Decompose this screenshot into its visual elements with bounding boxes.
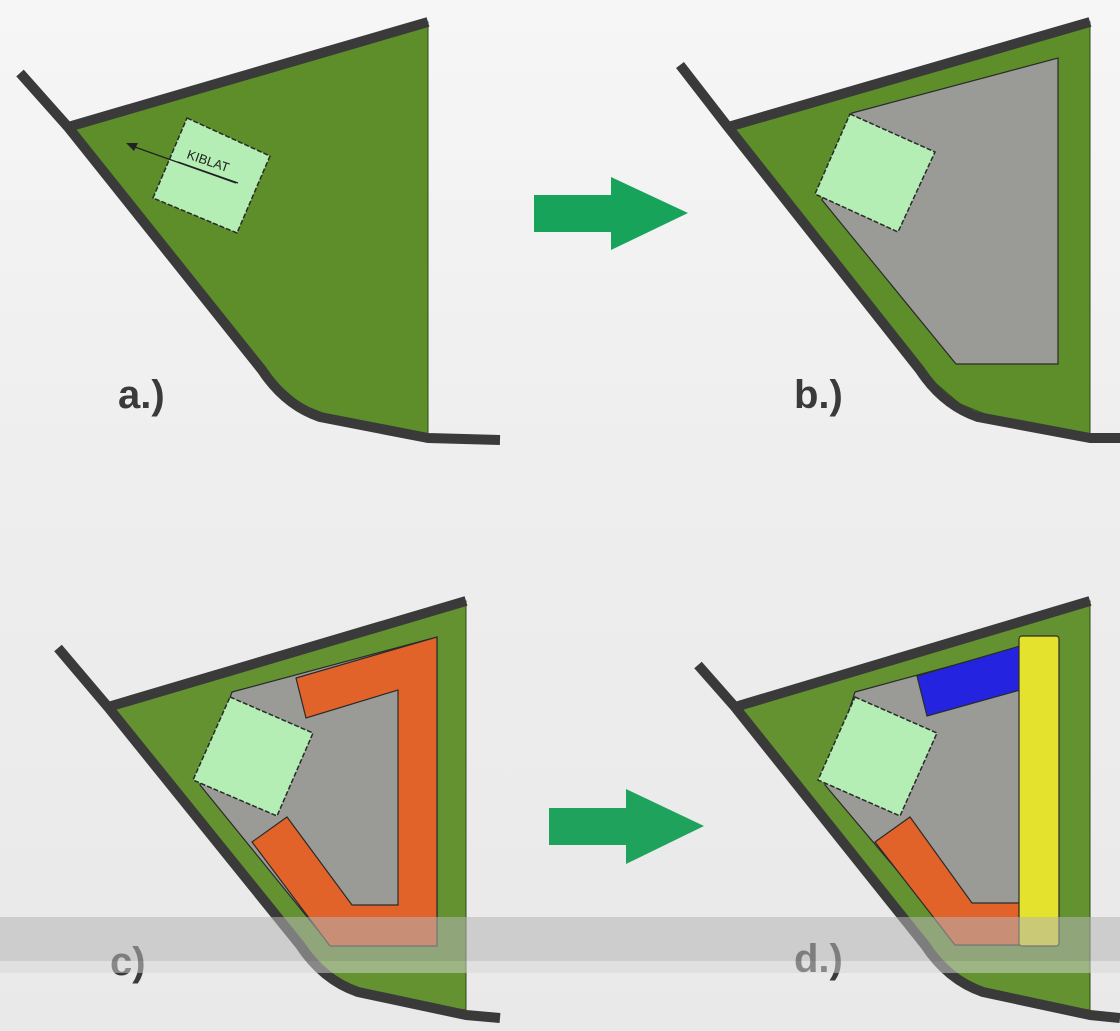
panel-label-b: b.) xyxy=(794,373,843,417)
mosque-building xyxy=(814,113,936,233)
road-top xyxy=(733,596,1092,712)
qibla-arrow-head xyxy=(126,143,138,151)
road-top xyxy=(106,596,468,712)
right-arrow-icon xyxy=(534,177,688,250)
right-arrow-icon xyxy=(549,789,704,864)
road-top xyxy=(66,17,430,132)
qibla-underline xyxy=(177,161,239,184)
road-top xyxy=(726,17,1092,132)
road-diagonal xyxy=(676,61,1120,443)
mosque-building xyxy=(192,696,314,817)
road-diagonal xyxy=(16,69,501,445)
panel-a: KIBLAT a.) xyxy=(16,17,501,445)
orange-wing xyxy=(251,636,438,947)
watermark-band-edge xyxy=(0,961,1120,973)
watermark-band xyxy=(0,917,1120,961)
yellow-wing xyxy=(1018,635,1060,947)
mosque-building xyxy=(817,696,938,817)
panel-b: b.) xyxy=(676,17,1120,443)
panel-label-a: a.) xyxy=(118,373,165,417)
mosque-building xyxy=(152,116,271,234)
